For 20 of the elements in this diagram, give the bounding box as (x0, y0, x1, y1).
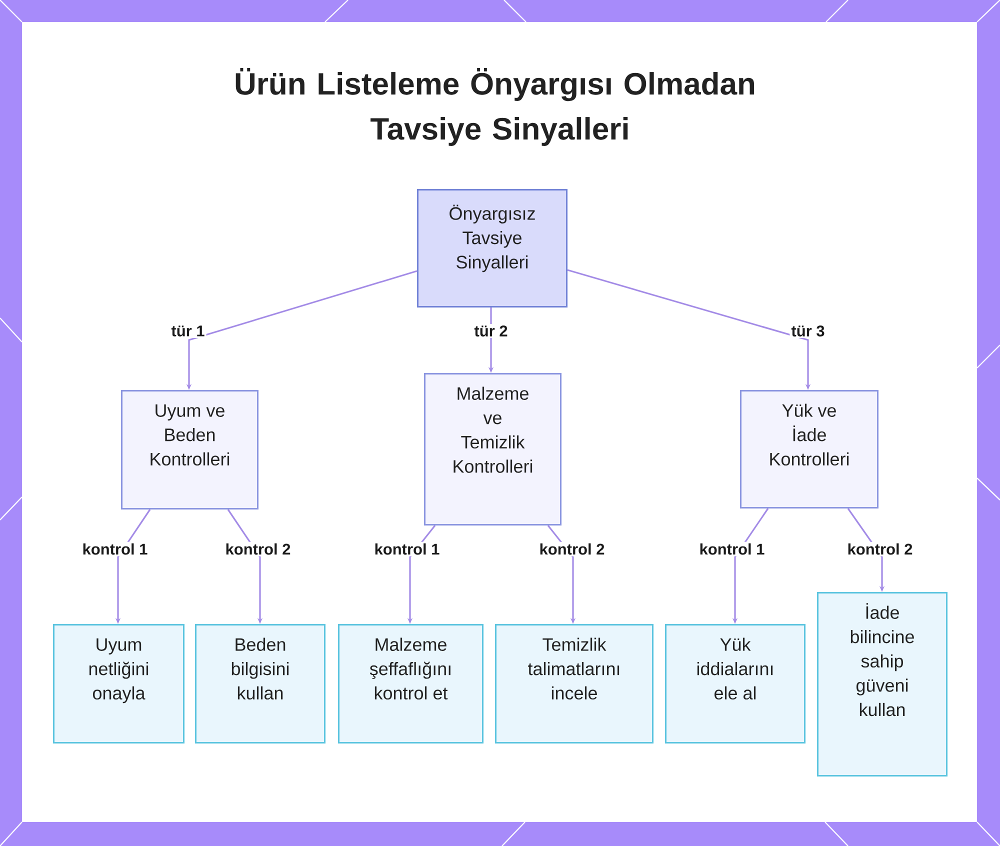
edge-label: kontrol 1 (698, 542, 766, 556)
topic-box: Önyargısız Tavsiye Sinyalleri (417, 189, 568, 308)
edge-label: kontrol 1 (372, 542, 442, 556)
step-box: Yük iddialarını ele al (665, 624, 806, 744)
step-box: Malzeme şeffaflığını kontrol et (338, 624, 484, 744)
edge-label: tür 3 (790, 324, 826, 338)
step-box: Uyum netliğini onayla (53, 624, 184, 744)
edge-label: kontrol 1 (80, 542, 150, 556)
step-box: Temizlik talimatlarını incele (495, 624, 654, 744)
category-box: Uyum ve Beden Kontrolleri (121, 390, 258, 510)
category-box: Malzeme ve Temizlik Kontrolleri (424, 373, 562, 526)
title: Ürün Listeleme Önyargısı Olmadan Tavsiye Sinyalleri (236, 68, 754, 146)
category-box: Yük ve İade Kontrolleri (740, 390, 878, 508)
edge-label: kontrol 2 (846, 542, 914, 556)
step-box: Beden bilgisini kullan (195, 624, 326, 744)
edge-label: tür 1 (170, 324, 206, 338)
step-box: İade bilincine sahip güveni kullan (817, 592, 948, 776)
edge-label: kontrol 2 (538, 542, 606, 556)
edge-label: tür 2 (472, 324, 510, 338)
edge-label: kontrol 2 (224, 542, 292, 556)
